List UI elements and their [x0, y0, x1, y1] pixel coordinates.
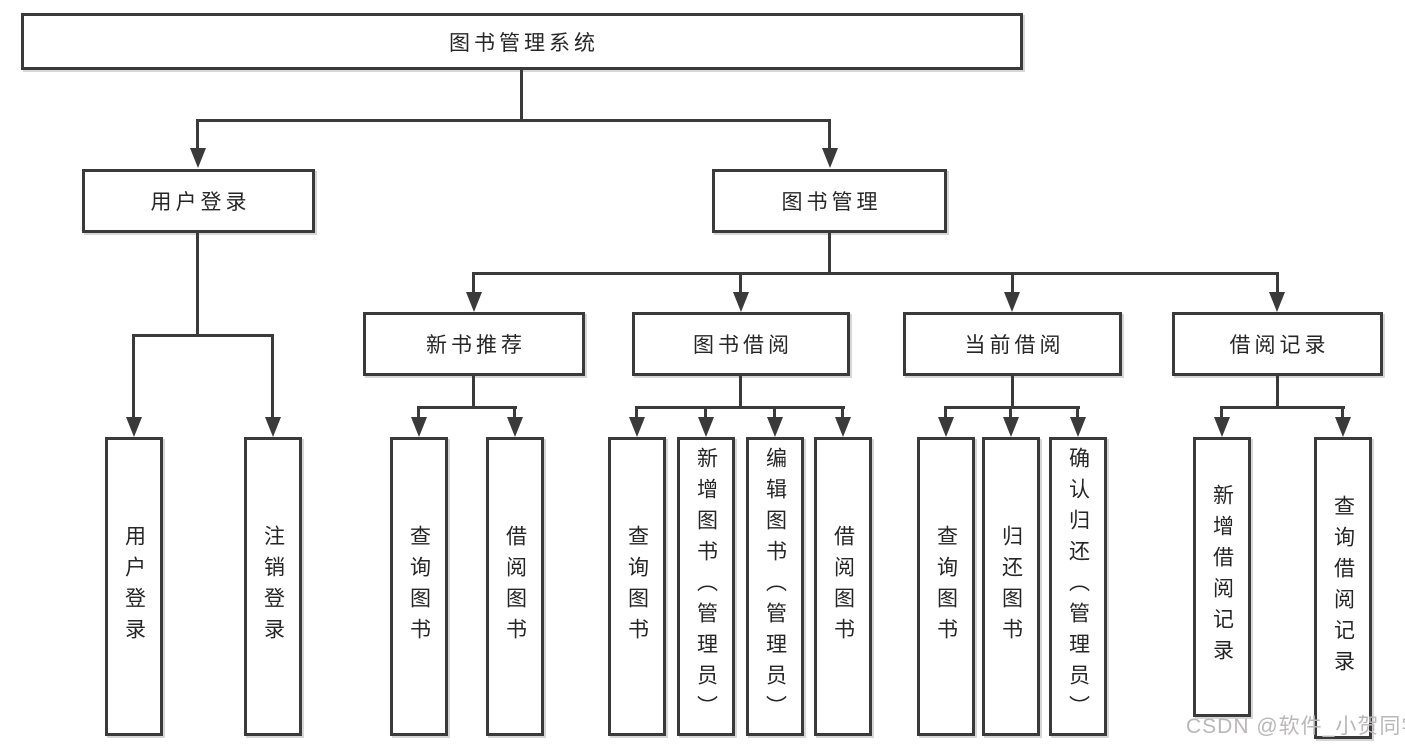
connector-drop-borrow-records [1276, 275, 1279, 294]
arrow-g1-leaf-2 [507, 417, 523, 437]
connector-user-login-split [132, 334, 274, 337]
leaf-add-borrow-record: 新增借阅记录 [1193, 437, 1251, 717]
arrow-book-mgmt [822, 148, 838, 168]
connector-g1-drop-2 [513, 409, 516, 419]
leaf-query-books-current: 查询图书 [917, 437, 975, 736]
leaf-borrow-books: 借阅图书 [814, 437, 872, 736]
node-user-login: 用户登录 [82, 169, 315, 233]
arrow-new-book [466, 292, 482, 312]
leaf-query-books-recommend: 查询图书 [390, 437, 448, 736]
leaf-confirm-return-admin: 确认归还（管理员） [1049, 437, 1107, 736]
connector-g2-drop-3 [773, 409, 776, 419]
connector-drop-book-borrow [739, 275, 742, 294]
connector-drop-leaf-logout [271, 337, 274, 419]
connector-g3-split [944, 406, 1080, 409]
leaf-borrow-books-recommend: 借阅图书 [486, 437, 544, 736]
connector-root-stem [520, 69, 523, 121]
connector-drop-new-book [472, 275, 475, 294]
connector-book-mgmt-split [472, 272, 1279, 275]
leaf-edit-books-admin: 编辑图书（管理员） [746, 437, 804, 736]
arrow-g2-leaf-1 [629, 417, 645, 437]
arrow-leaf-user-login [126, 417, 142, 437]
arrow-g2-leaf-2 [698, 417, 714, 437]
connector-drop-user-login [196, 122, 199, 150]
leaf-query-borrow-record: 查询借阅记录 [1314, 437, 1372, 739]
arrow-g4-leaf-1 [1214, 417, 1230, 437]
node-book-management: 图书管理 [712, 169, 947, 233]
arrow-g3-leaf-3 [1070, 417, 1086, 437]
connector-g2-drop-1 [635, 409, 638, 419]
connector-g2-split [635, 406, 845, 409]
leaf-query-books-borrow: 查询图书 [608, 437, 666, 736]
leaf-logout: 注销登录 [244, 437, 302, 736]
arrow-current-borrow [1004, 292, 1020, 312]
arrow-user-login [190, 148, 206, 168]
connector-g2-stem [739, 376, 742, 407]
arrow-g3-leaf-1 [938, 417, 954, 437]
connector-g3-drop-2 [1009, 409, 1012, 419]
connector-g4-drop-2 [1341, 409, 1344, 419]
csdn-watermark: CSDN @软件_小贺同学 [1186, 715, 1405, 738]
connector-book-mgmt-stem [828, 233, 831, 274]
connector-root-split [196, 119, 831, 122]
connector-drop-current-borrow [1011, 275, 1014, 294]
arrow-g1-leaf-1 [411, 417, 427, 437]
connector-g3-drop-3 [1076, 409, 1079, 419]
node-book-borrowing: 图书借阅 [632, 312, 850, 376]
connector-g4-stem [1276, 376, 1279, 407]
connector-g1-drop-1 [417, 409, 420, 419]
connector-g3-stem [1011, 376, 1014, 407]
arrow-g2-leaf-4 [835, 417, 851, 437]
arrow-g4-leaf-2 [1335, 417, 1351, 437]
connector-g1-split [417, 406, 517, 409]
connector-g4-split [1220, 406, 1345, 409]
arrow-leaf-logout [265, 417, 281, 437]
arrow-book-borrow [733, 292, 749, 312]
leaf-add-books-admin: 新增图书（管理员） [677, 437, 735, 736]
arrow-borrow-records [1269, 292, 1285, 312]
node-library-system: 图书管理系统 [21, 13, 1023, 70]
connector-g1-stem [472, 376, 475, 407]
node-borrowing-records: 借阅记录 [1172, 312, 1383, 376]
node-current-borrowing: 当前借阅 [903, 312, 1122, 376]
arrow-g3-leaf-2 [1003, 417, 1019, 437]
node-new-book-recommendation: 新书推荐 [363, 312, 585, 376]
connector-g2-drop-4 [841, 409, 844, 419]
connector-g4-drop-1 [1220, 409, 1223, 419]
connector-g2-drop-2 [704, 409, 707, 419]
connector-drop-leaf-user-login [132, 337, 135, 419]
connector-drop-book-mgmt [828, 122, 831, 150]
connector-g3-drop-1 [944, 409, 947, 419]
connector-user-login-stem [196, 233, 199, 336]
arrow-g2-leaf-3 [767, 417, 783, 437]
leaf-user-login: 用户登录 [105, 437, 163, 736]
leaf-return-books: 归还图书 [982, 437, 1040, 736]
